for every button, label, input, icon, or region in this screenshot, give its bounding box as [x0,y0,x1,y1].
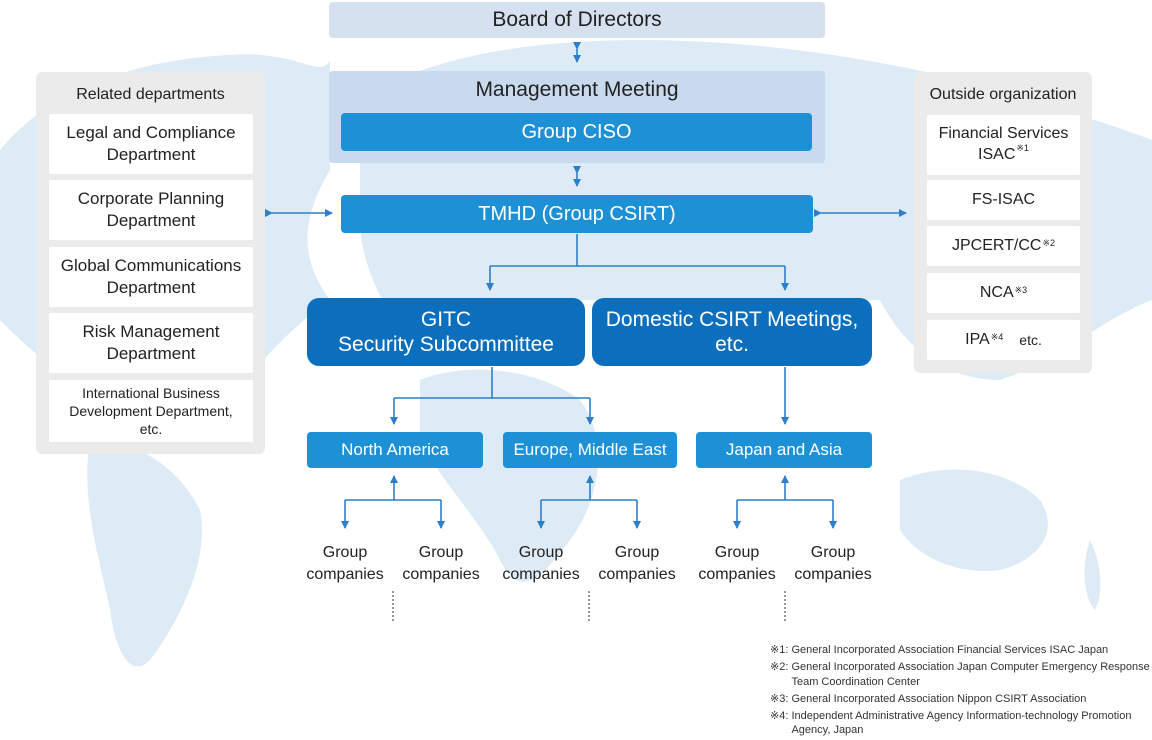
org-line: NCA [979,283,1014,301]
dept-line: Risk Management [82,321,220,341]
dept-corporate-planning: Corporate Planning Department [49,180,253,240]
footnote-4: ※4: Independent Administrative Agency In… [770,709,1150,738]
dept-line: International Business [82,384,220,401]
gc-line-2: companies [306,565,384,583]
region-label: Japan and Asia [725,439,843,459]
footnote-mark: ※3 [1014,285,1028,296]
management-meeting: Management Meeting Group CISO [329,71,825,163]
region-europe-middle-east: Europe, Middle East [503,432,677,468]
group-companies: Group companies [297,542,393,585]
footnote-mark: ※2: [770,661,789,674]
gc-line-2: companies [502,565,580,583]
group-companies: Group companies [689,542,785,585]
related-title: Related departments [76,86,225,103]
group-companies: Group companies [785,542,881,585]
gc-line-1: Group [322,544,368,561]
footnote-text: General Incorporated Association Financi… [791,644,1109,656]
dept-line: Development Department, [69,402,233,419]
gc-line-1: Group [614,544,660,561]
domestic-line-1: Domestic CSIRT Meetings, [605,307,859,331]
region-north-america: North America [307,432,483,468]
dept-line: Global Communications [60,255,242,275]
org-line: JPCERT/CC [951,236,1042,254]
footnote-1: ※1: General Incorporated Association Fin… [770,643,1150,657]
outside-title: Outside organization [929,86,1077,103]
org-fs-isac: FS-ISAC [927,180,1080,220]
dept-international-business: International Business Development Depar… [49,380,253,442]
group-companies: Group companies [589,542,685,585]
org-nca: NCA※3 [927,273,1080,313]
domestic-csirt-meetings: Domestic CSIRT Meetings, etc. [592,298,872,366]
org-line: FS-ISAC [971,190,1036,208]
gc-line-2: companies [402,565,480,583]
org-ipa: IPA※4 etc. [927,320,1080,360]
group-ciso: Group CISO [341,113,812,151]
dept-line: Corporate Planning [77,188,225,208]
org-line: Financial Services [938,125,1069,143]
gc-line-2: companies [794,565,872,583]
management-title: Management Meeting [475,78,679,101]
footnote-text: Independent Administrative Agency Inform… [791,710,1132,737]
region-label: North America [341,439,449,459]
board-label: Board of Directors [492,8,662,32]
gitc-line-2: Security Subcommittee [338,333,554,356]
org-line: IPA [965,330,990,348]
outside-organization-panel: Outside organization Financial Services … [914,72,1092,373]
footnote-mark: ※4: [770,710,789,723]
footnotes: ※1: General Incorporated Association Fin… [770,643,1150,740]
ciso-label: Group CISO [521,121,632,143]
footnote-mark: ※2 [1042,238,1056,249]
footnote-3: ※3: General Incorporated Association Nip… [770,692,1150,706]
gc-line-1: Group [418,544,464,561]
group-companies: Group companies [493,542,589,585]
group-companies: Group companies [393,542,489,585]
group-csirt: TMHD (Group CSIRT) [341,195,813,233]
related-departments-panel: Related departments Legal and Compliance… [36,72,265,454]
org-financial-services-isac: Financial Services ISAC※1 [927,115,1080,175]
dept-global-communications: Global Communications Department [49,247,253,307]
dept-line: Department [106,278,196,297]
org-etc: etc. [1019,331,1042,348]
gc-line-2: companies [598,565,676,583]
dept-line: Department [106,344,196,363]
footnote-mark: ※1 [1016,143,1029,153]
dept-legal-compliance: Legal and Compliance Department [49,114,253,174]
gitc-security-subcommittee: GITC Security Subcommittee [307,298,585,366]
dept-line: Department [106,211,196,230]
csirt-label: TMHD (Group CSIRT) [478,203,676,225]
dept-line: Legal and Compliance [66,122,236,142]
gc-line-2: companies [698,565,776,583]
board-of-directors: Board of Directors [329,2,825,38]
footnote-text: General Incorporated Association Japan C… [791,661,1150,688]
gc-line-1: Group [714,544,760,561]
region-label: Europe, Middle East [513,439,667,459]
footnote-mark: ※1: [770,644,789,656]
footnote-mark: ※4 [990,332,1004,343]
region-japan-asia: Japan and Asia [696,432,872,468]
footnote-2: ※2: General Incorporated Association Jap… [770,660,1150,689]
footnote-mark: ※3: [770,692,789,705]
footnote-text: General Incorporated Association Nippon … [791,692,1087,705]
org-jpcert-cc: JPCERT/CC※2 [927,226,1080,266]
line-csirt-committees [490,234,578,267]
org-line: ISAC [978,146,1016,163]
domestic-line-2: etc. [715,333,749,356]
gc-line-1: Group [810,544,856,561]
dept-risk-management: Risk Management Department [49,313,253,373]
gitc-line-1: GITC [420,307,472,331]
gc-line-1: Group [518,544,564,561]
dept-line: Department [106,145,196,164]
dept-line: etc. [139,421,163,438]
